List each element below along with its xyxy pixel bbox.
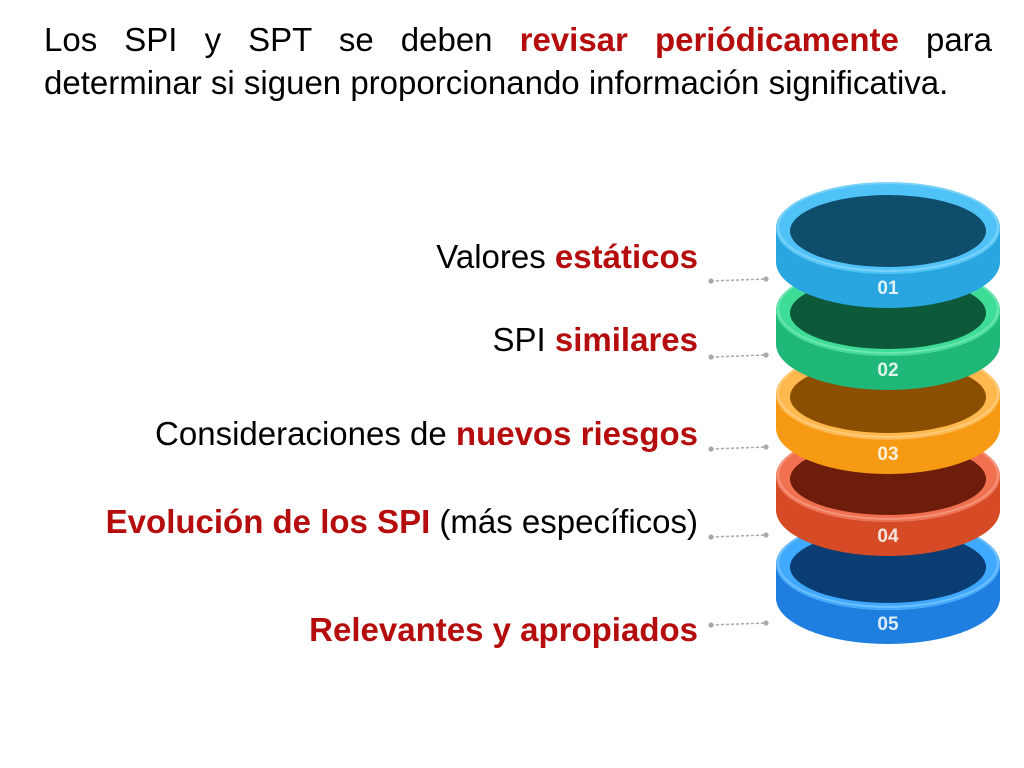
item-1: Valores estáticos [436,237,698,277]
item-4: Evolución de los SPI (más específicos) [106,502,698,542]
intro-paragraph: Los SPI y SPT se deben revisar periódica… [44,18,992,104]
ring-01: 01 [776,182,1000,308]
ring-label-05: 05 [877,614,899,635]
ring-label-03: 03 [877,444,898,465]
connector-2 [708,352,769,360]
connector-3 [708,444,769,452]
item-5: Relevantes y apropiados [309,610,698,650]
item-3-text: Consideraciones de [155,415,456,452]
item-1-highlight: estáticos [554,238,698,275]
connector-4 [708,532,769,540]
item-4-text: (más específicos) [430,503,698,540]
item-4-highlight: Evolución de los SPI [105,503,431,540]
ring-label-04: 04 [877,526,899,547]
item-5-highlight: Relevantes y apropiados [309,611,698,648]
connector-1 [708,276,769,284]
connector-5 [708,620,769,628]
intro-text-before: Los SPI y SPT se deben [44,21,520,58]
item-2: SPI similares [493,320,698,360]
ring-label-01: 01 [877,278,899,299]
intro-highlight: revisar periódicamente [519,21,899,58]
ring-label-02: 02 [877,360,898,381]
intro-text-after: para determinar si siguen proporcionando… [44,21,993,101]
item-2-highlight: similares [554,321,698,358]
item-1-text: Valores [436,238,555,275]
item-3-highlight: nuevos riesgos [455,415,698,452]
item-3: Consideraciones de nuevos riesgos [155,414,698,454]
item-2-text: SPI [492,321,555,358]
